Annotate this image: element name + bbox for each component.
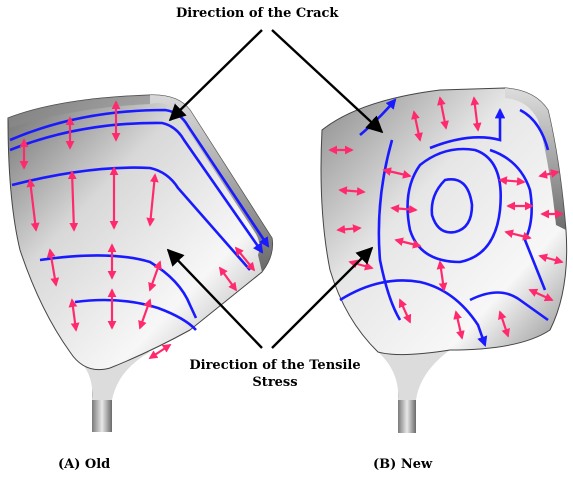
caption-new: (B) New xyxy=(373,457,432,472)
tensile-label-line-2: Stress xyxy=(170,374,380,391)
caption-old: (A) Old xyxy=(58,457,110,472)
crack-leader-right xyxy=(272,30,382,132)
tensile-stress-label: Direction of the Tensile Stress xyxy=(170,357,380,391)
crack-direction-label: Direction of the Crack xyxy=(176,6,338,21)
crack-leader-left xyxy=(170,30,262,120)
tensile-label-line-1: Direction of the Tensile xyxy=(170,357,380,374)
neck-b xyxy=(378,350,450,400)
